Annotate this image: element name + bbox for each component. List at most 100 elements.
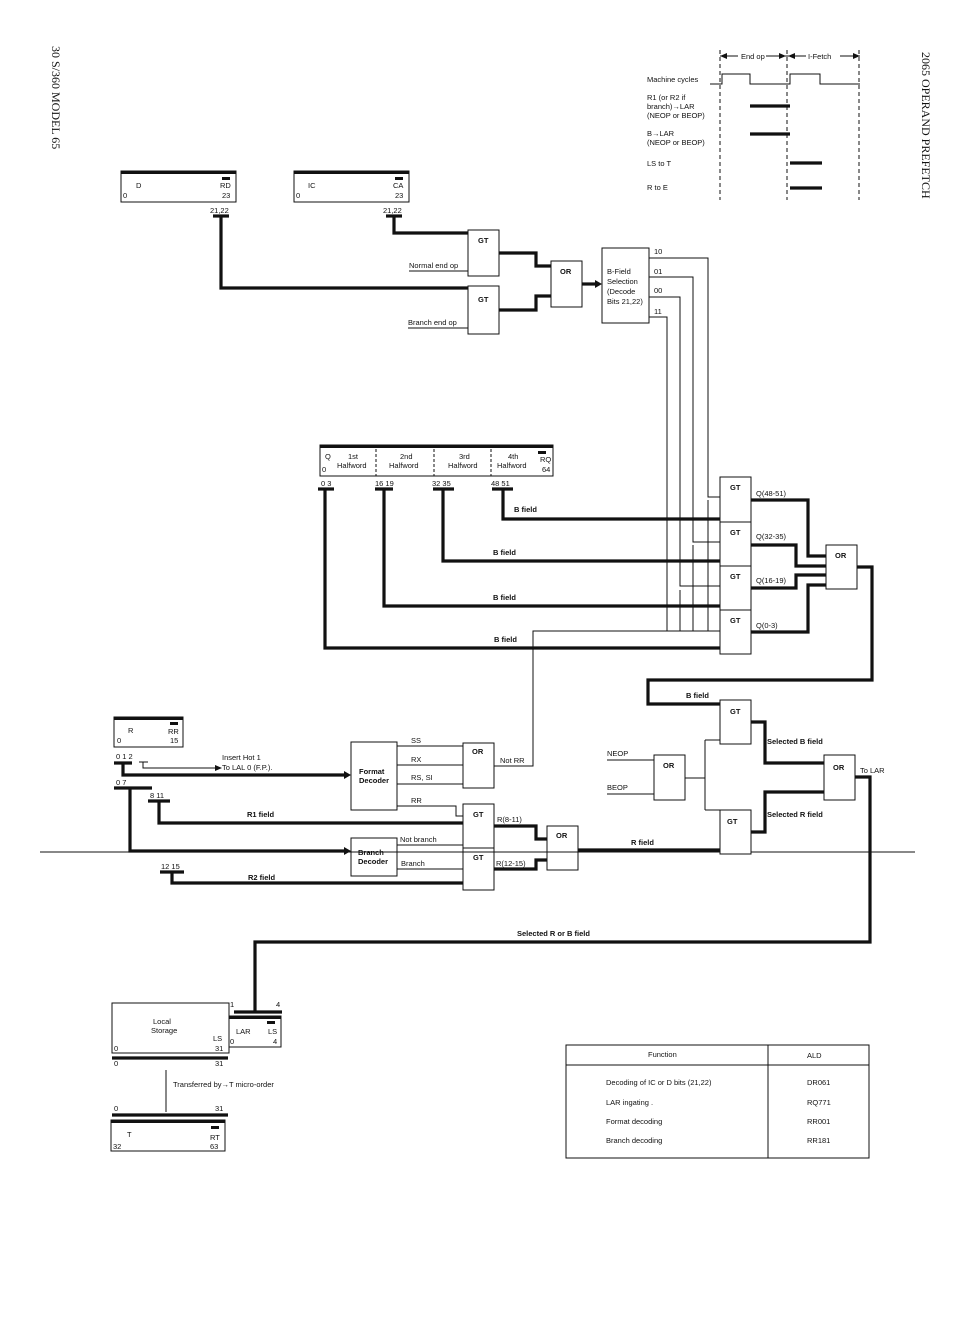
left-margin-heading: 30 S/360 MODEL 65 xyxy=(49,46,63,149)
q-name: Q xyxy=(325,452,331,461)
normal-end-op-label: Normal end op xyxy=(409,261,458,270)
gt-label: GT xyxy=(727,817,738,826)
lar-name: LAR xyxy=(236,1027,251,1036)
q-tap-32: 32 35 xyxy=(432,479,451,488)
lar-tap-right: 4 xyxy=(276,1000,280,1009)
r811-label: R(8-11) xyxy=(497,815,522,824)
or-gate-q: OR xyxy=(825,544,858,590)
timing-row-b: B→LAR xyxy=(647,129,675,138)
or-gate-format: OR xyxy=(462,742,495,789)
or-label: OR xyxy=(560,267,572,276)
b-field-label-0: B field xyxy=(494,635,517,644)
ls-name-0: Local xyxy=(153,1017,171,1026)
bfield-line-3: Bits 21,22) xyxy=(607,297,643,306)
bfield-line-2: (Decode xyxy=(607,287,635,296)
table-header-ald: ALD xyxy=(807,1051,822,1060)
table-row-function: LAR ingating . xyxy=(606,1098,653,1107)
branch-decoder-line-1: Decoder xyxy=(358,857,388,866)
q48-label: Q(48-51) xyxy=(756,489,787,498)
ic-lo: 0 xyxy=(296,191,300,200)
r-tap-1215: 12 15 xyxy=(161,862,180,871)
ls-lo: 0 xyxy=(114,1044,118,1053)
r1-field-label: R1 field xyxy=(247,810,275,819)
gt-label: GT xyxy=(730,528,741,537)
or-gate-lar: OR xyxy=(823,754,856,801)
timing-row-r1: R1 (or R2 if xyxy=(647,93,686,102)
q-half-2: 2nd xyxy=(400,452,413,461)
ls-name-1: Storage xyxy=(151,1026,177,1035)
d-tap: 21,22 xyxy=(210,206,229,215)
rx-label: RX xyxy=(411,755,421,764)
q-half-1: 1st xyxy=(348,452,359,461)
bfield-line-0: B-Field xyxy=(607,267,631,276)
d-name: D xyxy=(136,181,142,190)
or-gate-r: OR xyxy=(546,825,579,871)
bus-lo-a: 0 xyxy=(114,1059,118,1068)
ic-bits: CA xyxy=(393,181,403,190)
format-decoder-line-1: Decoder xyxy=(359,776,389,785)
r-bits: RR xyxy=(168,727,179,736)
r-field-label: R field xyxy=(631,838,654,847)
bus-hi-a: 31 xyxy=(215,1059,223,1068)
right-margin-heading: 2065 OPERAND PREFETCH xyxy=(919,52,933,199)
transferred-label: Transferred by→T micro-order xyxy=(173,1080,274,1089)
ald-table: Function ALD Decoding of IC or D bits (2… xyxy=(565,1044,870,1159)
or-gate-end: OR xyxy=(550,260,583,308)
q-tap-16: 16 19 xyxy=(375,479,394,488)
branch-decoder: Branch Decoder xyxy=(350,837,398,877)
i-fetch-label: I-Fetch xyxy=(808,52,831,61)
t-name: T xyxy=(127,1130,132,1139)
ls-hi: 31 xyxy=(215,1044,223,1053)
bfield-selection-box: B-Field Selection (Decode Bits 21,22) xyxy=(601,247,650,324)
gt-gate-selected-r: GT xyxy=(719,809,752,855)
gt-label: GT xyxy=(478,236,489,245)
gt-label: GT xyxy=(478,295,489,304)
table-row-ald: RR181 xyxy=(807,1136,830,1145)
table-row-ald: RQ771 xyxy=(807,1098,831,1107)
q-bits: RQ xyxy=(540,455,551,464)
bfield-code-10: 10 xyxy=(654,247,662,256)
d-register: D RD 23 0 21,22 xyxy=(120,170,237,215)
timing-row-r1b: branch)→LAR xyxy=(647,102,695,111)
b-field-label-sel: B field xyxy=(686,691,709,700)
b-field-label-32: B field xyxy=(493,548,516,557)
or-label: OR xyxy=(835,551,847,560)
r2-field-label: R2 field xyxy=(248,873,276,882)
bfield-line-1: Selection xyxy=(607,277,638,286)
gt-gate-branch: GT xyxy=(467,285,500,335)
ss-label: SS xyxy=(411,736,421,745)
bfield-code-11: 11 xyxy=(654,307,662,316)
gt-gate-selected-b: GT xyxy=(719,699,752,745)
insert-hot-label: Insert Hot 1 xyxy=(222,753,261,762)
q-tap-0: 0 3 xyxy=(321,479,331,488)
lar-tap-left: 1 xyxy=(230,1000,234,1009)
r-tap-07: 0 7 xyxy=(116,778,126,787)
q-half-2b: Halfword xyxy=(389,461,419,470)
r-lo: 0 xyxy=(117,736,121,745)
format-decoder: Format Decoder xyxy=(350,741,398,811)
q-register: Q 1st Halfword 2nd Halfword 3rd Halfword… xyxy=(319,444,554,488)
end-op-label: End op xyxy=(741,52,765,61)
neop-label: NEOP xyxy=(607,749,628,758)
selected-r-label: Selected R field xyxy=(767,810,823,819)
bus-lo-b: 0 xyxy=(114,1104,118,1113)
timing-row-ls: LS to T xyxy=(647,159,671,168)
t-hi: 63 xyxy=(210,1142,218,1151)
r1215-label: R(12-15) xyxy=(496,859,526,868)
gt-label: GT xyxy=(730,572,741,581)
timing-chart: End op I-Fetch Machine cycles R1 (or R2 … xyxy=(647,50,860,200)
gt-label: GT xyxy=(473,810,484,819)
gt-gate-q32: GT xyxy=(719,521,752,567)
or-gate-neop-beop: OR xyxy=(653,754,686,801)
bfield-code-01: 01 xyxy=(654,267,662,276)
table-row-function: Decoding of IC or D bits (21,22) xyxy=(606,1078,712,1087)
ic-tap: 21,22 xyxy=(383,206,402,215)
gt-label: GT xyxy=(473,853,484,862)
r-register: R RR 15 0 xyxy=(113,716,184,748)
q-half-4: 4th xyxy=(508,452,518,461)
r-tap-012: 0 1 2 xyxy=(116,752,133,761)
q-half-3: 3rd xyxy=(459,452,470,461)
beop-label: BEOP xyxy=(607,783,628,792)
format-decoder-line-0: Format xyxy=(359,767,385,776)
r-tap-811: 8 11 xyxy=(150,791,164,800)
